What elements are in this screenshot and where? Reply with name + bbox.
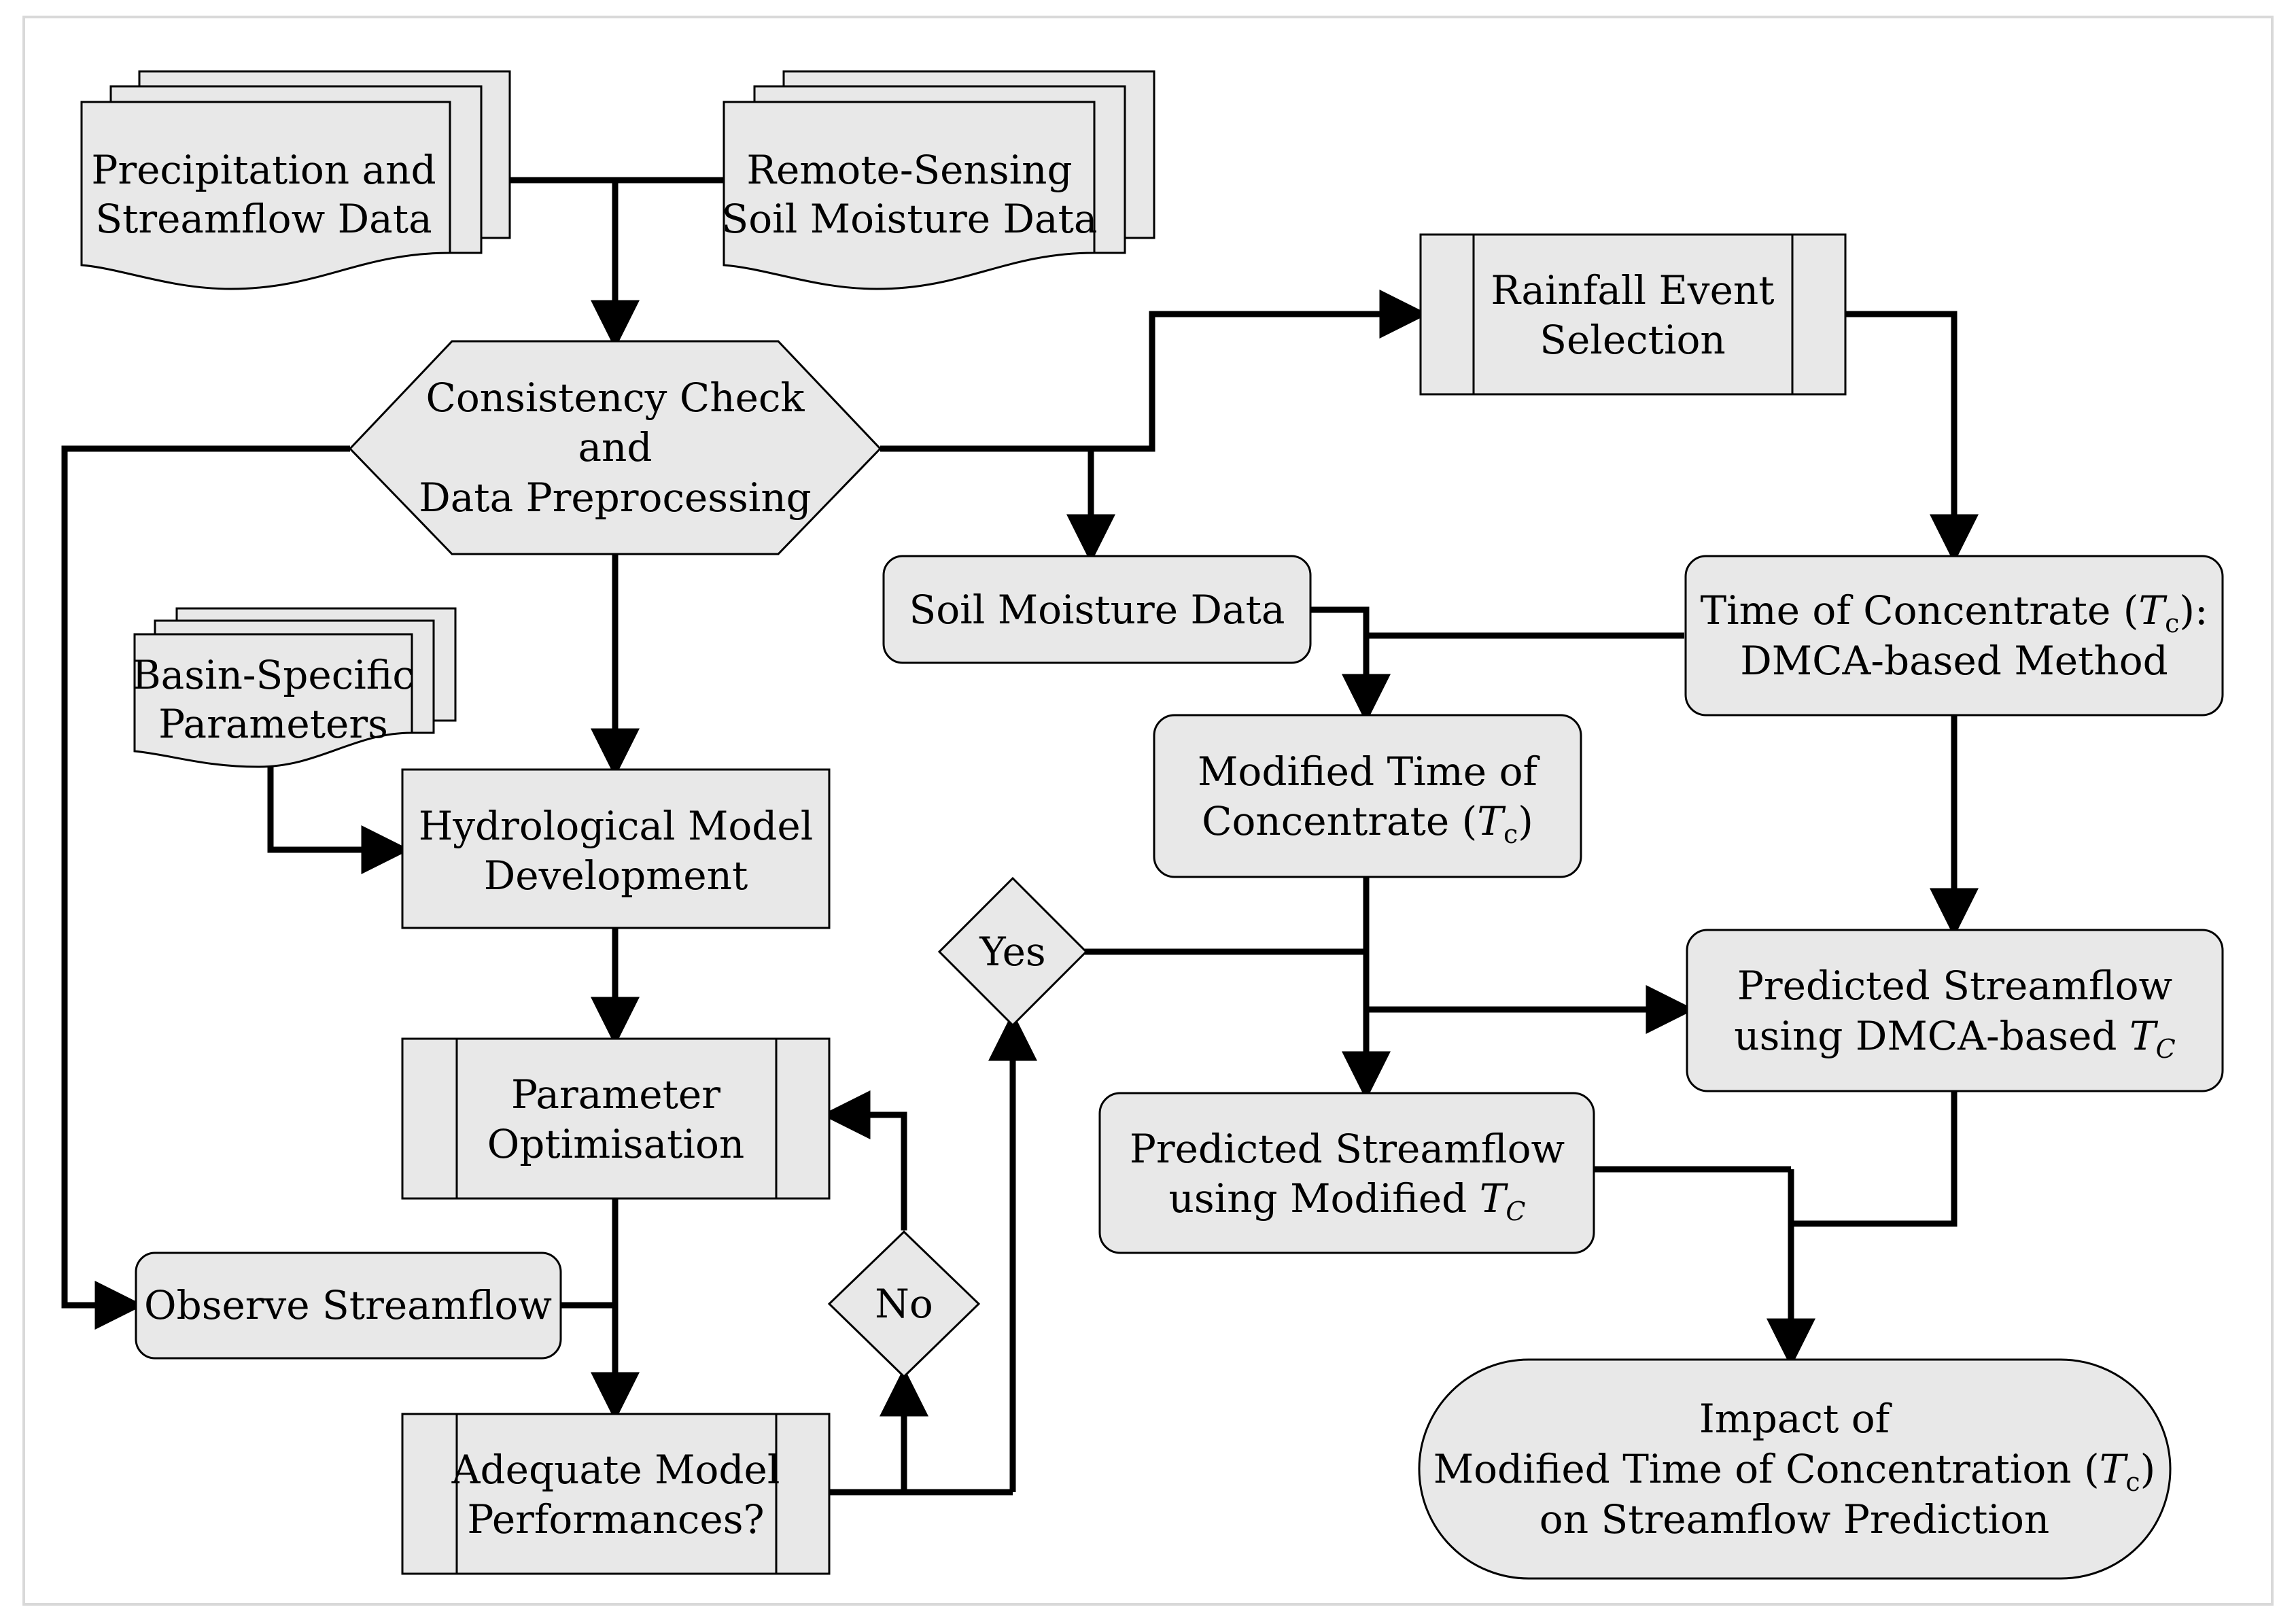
consistency-label-line3: Data Preprocessing: [419, 474, 812, 521]
pred-mod-label-line1: Predicted Streamflow: [1130, 1126, 1565, 1172]
node-predicted-streamflow-dmca: Predicted Streamflow using DMCA-based TC: [1686, 929, 2224, 1092]
node-hydrological-model-development: Hydrological Model Development: [401, 768, 831, 929]
rainfall-label-line2: Selection: [1540, 317, 1726, 363]
edge-no-to-param: [821, 1090, 907, 1230]
pred-mod-label-line2: using Modified TC: [1169, 1175, 1526, 1226]
modified-tc-label-line2: Concentrate (Tc): [1202, 798, 1533, 849]
yes-label: Yes: [979, 929, 1045, 975]
basin-label-line1: Basin-Specific: [132, 652, 415, 698]
edge-tc-to-modified: [1342, 632, 1684, 723]
node-observe-streamflow: Observe Streamflow: [135, 1252, 562, 1360]
node-yes-decision: Yes: [937, 876, 1088, 1027]
edge-soil-to-modified: [1310, 606, 1370, 636]
pred-dmca-label-line1: Predicted Streamflow: [1737, 963, 2172, 1009]
param-label-line1: Parameter: [511, 1071, 720, 1118]
adequate-label-line1: Adequate Model: [451, 1447, 780, 1493]
node-consistency-check: Consistency Check and Data Preprocessing: [348, 340, 882, 555]
soil-moisture-label: Soil Moisture Data: [909, 587, 1285, 633]
edge-consistency-to-observe: [61, 445, 350, 1330]
impact-label-line1: Impact of: [1699, 1396, 1892, 1442]
node-remote-sensing-soil-moisture: Remote-Sensing Soil Moisture Data: [722, 70, 1155, 290]
figure-frame: [22, 16, 2274, 1606]
node-basin-specific-parameters: Basin-Specific Parameters: [132, 607, 457, 768]
node-adequate-model-performances: Adequate Model Performances?: [401, 1413, 831, 1575]
hydro-label-line2: Development: [484, 852, 748, 899]
impact-label-line3: on Streamflow Prediction: [1540, 1496, 2049, 1542]
precipitation-label-line1: Precipitation and: [91, 147, 436, 193]
node-rainfall-event-selection: Rainfall Event Selection: [1419, 233, 1847, 396]
node-parameter-optimisation: Parameter Optimisation: [401, 1037, 831, 1200]
modified-tc-label-line1: Modified Time of: [1198, 748, 1540, 795]
tc-dmca-label-line1: Time of Concentrate (Tc):: [1700, 587, 2208, 638]
no-label: No: [875, 1281, 933, 1327]
observe-label: Observe Streamflow: [144, 1282, 552, 1328]
connectors: [61, 177, 1979, 1496]
remote-sensing-label-line2: Soil Moisture Data: [722, 196, 1098, 242]
tc-dmca-label-line2: DMCA-based Method: [1740, 638, 2168, 684]
node-predicted-streamflow-modified: Predicted Streamflow using Modified TC: [1098, 1092, 1595, 1254]
node-soil-moisture-data: Soil Moisture Data: [882, 555, 1312, 664]
pred-dmca-label-line2: using DMCA-based TC: [1734, 1013, 2175, 1064]
remote-sensing-label-line1: Remote-Sensing: [746, 147, 1072, 193]
adequate-label-line2: Performances?: [467, 1496, 764, 1542]
edge-rainfall-to-tc: [1845, 311, 1979, 564]
hydro-label-line1: Hydrological Model: [419, 803, 814, 849]
impact-label-line2: Modified Time of Concentration (Tc): [1433, 1446, 2156, 1497]
rainfall-label-line1: Rainfall Event: [1491, 267, 1774, 313]
edge-pred-dmca-to-impact: [1791, 1091, 1958, 1227]
edge-basin-to-hydro: [267, 767, 411, 874]
consistency-label-line2: and: [578, 424, 652, 470]
node-modified-tc: Modified Time of Concentrate (Tc): [1153, 714, 1582, 878]
node-impact-terminator: Impact of Modified Time of Concentration…: [1418, 1358, 2172, 1580]
node-precipitation-streamflow-data: Precipitation and Streamflow Data: [80, 70, 511, 290]
basin-label-line2: Parameters: [158, 701, 388, 747]
node-tc-dmca-method: Time of Concentrate (Tc): DMCA-based Met…: [1684, 555, 2224, 717]
edge-consistency-to-rainfall: [880, 290, 1429, 452]
consistency-label-line1: Consistency Check: [425, 375, 805, 421]
node-no-decision: No: [827, 1230, 981, 1379]
precipitation-label-line2: Streamflow Data: [95, 196, 432, 242]
param-label-line2: Optimisation: [487, 1121, 745, 1167]
